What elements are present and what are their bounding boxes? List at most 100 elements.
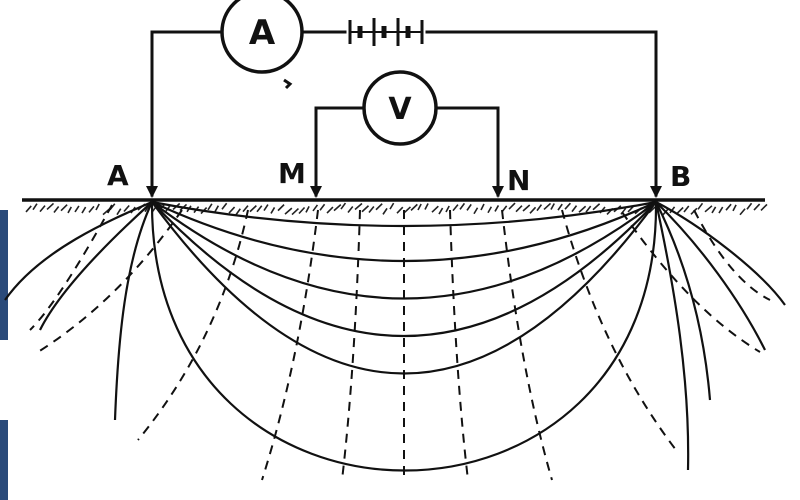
equipotential-line-4 — [261, 209, 319, 481]
equipotential-line-2 — [37, 209, 183, 353]
ground-hatch-mark — [466, 203, 472, 211]
ground-hatch-mark — [207, 203, 213, 211]
ground-hatch-mark — [46, 202, 55, 211]
wire-a-to-ammeter — [150, 30, 224, 197]
ground-hatch-mark — [508, 202, 516, 210]
ground-hatch-mark — [214, 205, 220, 213]
ground-hatch-mark — [32, 203, 38, 211]
equipotential-line-10 — [621, 211, 761, 353]
ground-hatch-mark — [711, 206, 717, 214]
outer-current-line-b-3 — [655, 201, 712, 401]
electrode-m-label: M — [278, 157, 306, 190]
ground-hatch-mark — [382, 207, 388, 215]
ground-hatch-mark — [95, 203, 100, 211]
ground-hatch-mark — [410, 203, 418, 211]
ground-hatch-mark — [529, 206, 537, 214]
ground-hatch-mark — [704, 205, 713, 213]
wire-battery-to-b — [425, 30, 658, 197]
ground-hatch-mark — [368, 206, 375, 214]
ground-hatch-mark — [473, 207, 479, 215]
outer-current-line-a-1 — [4, 200, 153, 301]
ground-hatch-mark — [116, 208, 122, 216]
ground-hatch-mark — [228, 206, 236, 214]
equipotential-line-7 — [449, 209, 469, 481]
ground-hatch-mark — [235, 208, 241, 216]
ground-hatch-mark — [683, 205, 690, 213]
ground-hatch-mark — [746, 202, 753, 210]
ground-hatch-mark — [347, 206, 354, 214]
ground-hatch-mark — [718, 206, 724, 214]
ground-hatch-mark — [564, 202, 571, 210]
ground-hatch-mark — [249, 205, 257, 213]
ground-hatch-mark — [25, 205, 32, 213]
ground-hatch-mark — [88, 205, 95, 213]
ground-hatch-mark — [438, 207, 444, 215]
ground-hatch-mark — [452, 204, 459, 212]
ground-hatch-mark — [270, 207, 276, 214]
electrode-a-arrowhead — [146, 186, 158, 198]
ground-hatch-mark — [732, 204, 737, 212]
electrode-b-label: B — [670, 160, 691, 193]
ground-hatch-mark — [256, 205, 263, 213]
voltmeter: V — [362, 70, 438, 146]
ground-hatch-mark — [298, 206, 306, 215]
ground-hatch-mark — [592, 203, 601, 211]
ground-hatch-mark — [739, 208, 746, 216]
ground-hatch-mark — [326, 206, 334, 214]
outer-current-line-b-1 — [655, 201, 786, 306]
ground-hatch-mark — [123, 204, 130, 213]
ammeter: A — [220, 0, 304, 90]
ground-hatch-mark — [291, 207, 299, 216]
ground-hatch-mark — [39, 205, 46, 213]
ground-hatch-mark — [515, 205, 523, 213]
wire-voltmeter-to-n — [436, 106, 500, 197]
ground-hatch-mark — [53, 206, 60, 214]
ground-hatch-mark — [424, 203, 429, 210]
ground-surface — [22, 198, 768, 216]
ground-hatch-mark — [312, 204, 319, 212]
ground-hatch-mark — [676, 206, 684, 215]
outer-current-line-a-3 — [113, 201, 153, 421]
ground-hatch-mark — [487, 206, 493, 214]
electrode-m-arrowhead — [310, 186, 322, 198]
voltmeter-circle — [362, 70, 438, 146]
current-line-4 — [151, 201, 657, 338]
ground-hatch-mark — [375, 203, 383, 211]
ground-hatch-mark — [494, 205, 500, 212]
battery — [348, 18, 424, 46]
equipotential-line-3 — [137, 209, 249, 441]
outer-current-line-b-4 — [654, 201, 690, 471]
ground-hatch-mark — [389, 202, 395, 210]
ammeter-circle — [220, 0, 304, 74]
ground-hatch-mark — [431, 205, 439, 213]
ground-hatch-mark — [340, 202, 347, 210]
left-edge-strip-top — [0, 210, 8, 340]
potential-circuit — [310, 106, 504, 198]
ground-hatch-mark — [459, 202, 466, 210]
ground-hatch-mark — [60, 204, 68, 212]
current-circuit — [146, 30, 662, 198]
ground-hatch-mark — [480, 203, 485, 211]
ground-hatch-mark — [67, 206, 73, 214]
ground-hatch-mark — [319, 203, 326, 211]
electrode-b-arrowhead — [650, 186, 662, 198]
ground-hatch-mark — [242, 205, 249, 213]
electrode-n-label: N — [507, 164, 530, 197]
ground-hatch-mark — [354, 202, 363, 211]
ground-hatch-mark — [361, 205, 370, 213]
ground-hatch-mark — [760, 203, 768, 211]
ground-hatch-mark — [557, 203, 563, 211]
ground-hatch-mark — [333, 203, 342, 212]
ground-hatch-mark — [417, 203, 422, 211]
ground-hatch-mark — [284, 207, 293, 215]
ground-hatch-mark — [536, 204, 543, 212]
equipotential-lines — [29, 204, 771, 481]
ground-hatch-mark — [305, 205, 310, 213]
ground-hatch-mark — [550, 203, 555, 210]
current-flow-lines — [4, 200, 786, 472]
electrode-n-arrowhead — [492, 186, 504, 198]
ground-hatch-mark — [725, 203, 732, 211]
ground-hatch-mark — [263, 204, 269, 212]
equipotential-line-1 — [29, 204, 113, 331]
